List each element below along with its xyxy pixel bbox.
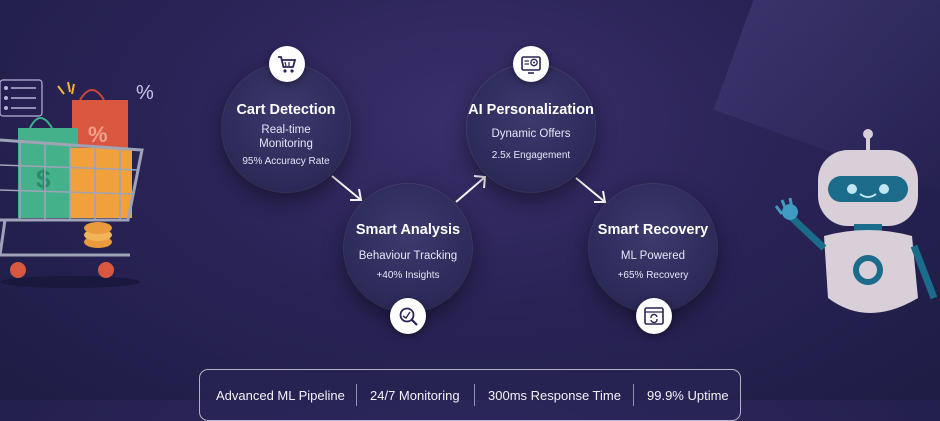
arrow-analysis-to-personalization <box>455 175 487 203</box>
node-description: Behaviour Tracking <box>358 250 458 262</box>
robot-illustration <box>768 128 940 328</box>
shopping-cart-icon <box>269 46 305 82</box>
node-ai-personalization: AI Personalization Dynamic Offers 2.5x E… <box>467 64 595 192</box>
node-description: ML Powered <box>620 250 686 262</box>
target-screen-icon <box>513 46 549 82</box>
stat-divider <box>356 384 357 406</box>
magnifier-chart-icon <box>390 298 426 334</box>
stat-ml-pipeline: Advanced ML Pipeline <box>216 388 345 403</box>
stat-monitoring: 24/7 Monitoring <box>370 388 460 403</box>
arrow-personalization-to-recovery <box>575 177 607 203</box>
stat-divider <box>633 384 634 406</box>
arrow-detection-to-analysis <box>331 175 363 201</box>
node-smart-recovery: Smart Recovery ML Powered +65% Recovery <box>589 184 717 312</box>
node-description: Monitoring <box>259 138 313 150</box>
stat-response-time: 300ms Response Time <box>488 388 621 403</box>
node-stat: +40% Insights <box>376 270 440 281</box>
node-stat: 2.5x Engagement <box>491 150 571 161</box>
node-smart-analysis: Smart Analysis Behaviour Tracking +40% I… <box>344 184 472 312</box>
percent-symbol: % <box>136 82 154 104</box>
node-title: AI Personalization <box>468 102 594 118</box>
node-title: Smart Analysis <box>355 222 461 238</box>
refresh-window-icon <box>636 298 672 334</box>
stat-divider <box>474 384 475 406</box>
node-stat: 95% Accuracy Rate <box>242 156 330 167</box>
stat-uptime: 99.9% Uptime <box>647 388 729 403</box>
svg-text:%: % <box>88 122 108 147</box>
node-title: Cart Detection <box>236 102 336 118</box>
node-cart-detection: Cart Detection Real-time Monitoring 95% … <box>222 64 350 192</box>
svg-text:$: $ <box>36 164 51 194</box>
stats-bar: Advanced ML Pipeline 24/7 Monitoring 300… <box>199 369 741 421</box>
node-description: Dynamic Offers <box>491 128 571 140</box>
shopping-cart-illustration: % $ <box>0 70 160 290</box>
node-stat: +65% Recovery <box>617 270 689 281</box>
node-title: Smart Recovery <box>597 222 709 238</box>
node-description: Real-time <box>261 124 311 136</box>
